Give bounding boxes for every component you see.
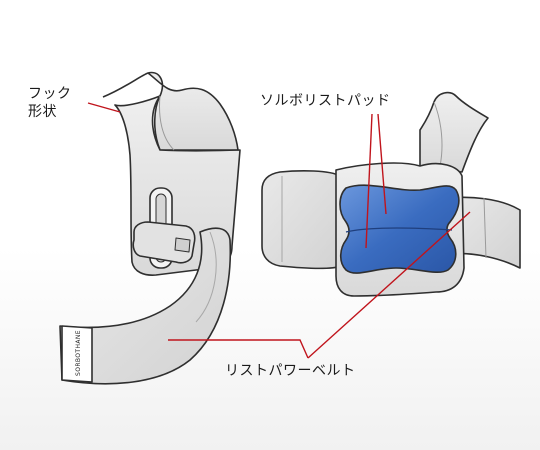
leader-hook	[87, 102, 121, 113]
right-brace-back-strap	[261, 170, 343, 270]
leader-belt-2	[307, 211, 471, 359]
left-brace-buckle	[132, 221, 196, 264]
leader-lines	[87, 102, 471, 359]
leader-pad-right	[377, 113, 387, 215]
left-wrist-brace	[59, 71, 241, 385]
left-brace-hook	[102, 71, 239, 151]
sorbo-pad	[339, 184, 460, 274]
callout-sorbo-pad: ソルボリストパッド	[260, 93, 391, 109]
leader-belt	[168, 339, 309, 359]
callout-hook-shape: フック 形状	[28, 85, 72, 121]
callout-hook-line2: 形状	[28, 104, 57, 120]
belt-tag	[61, 325, 93, 383]
right-brace-hook	[419, 91, 489, 173]
belt-tag-text: SORBOTHANE	[75, 330, 82, 376]
left-brace-belt	[59, 227, 232, 385]
callout-power-belt: リストパワーベルト	[225, 363, 356, 379]
right-wrist-brace	[261, 91, 521, 297]
leader-pad-left	[365, 113, 373, 249]
callout-hook-line1: フック	[28, 86, 72, 102]
